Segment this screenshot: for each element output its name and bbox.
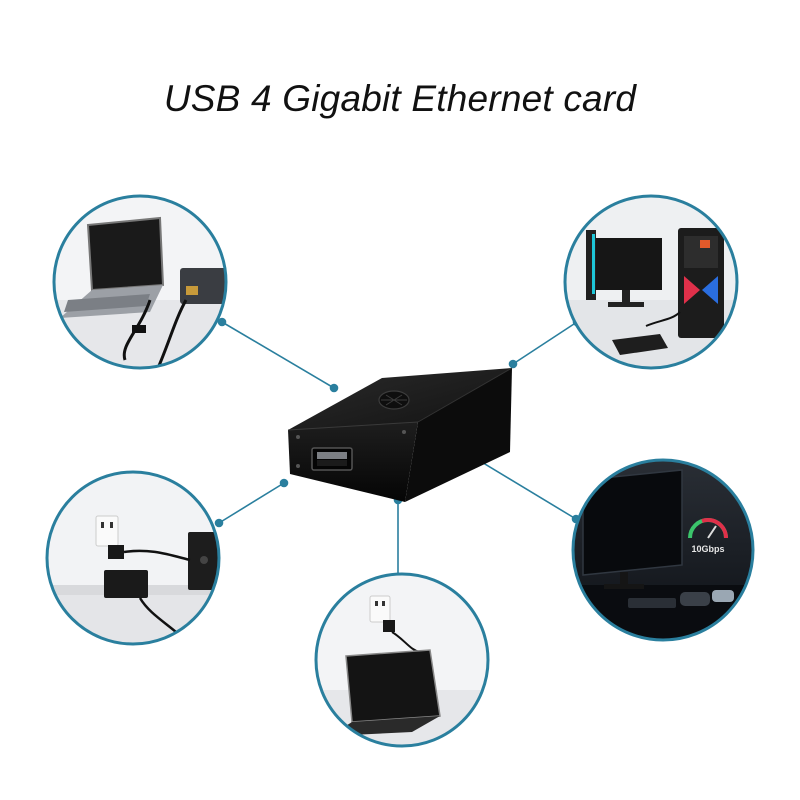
tablet-icon [330, 649, 441, 736]
speed-label: 10Gbps [691, 544, 724, 554]
fan-icon [378, 390, 410, 410]
sfp-port-icon [311, 447, 353, 471]
scene-monitor-speed: 10Gbps [571, 458, 755, 642]
speed-gauge-icon: 10Gbps [688, 517, 729, 554]
connector-line-outlet [218, 482, 285, 524]
desktop-tower-icon [678, 228, 724, 338]
scene-laptop [52, 194, 228, 370]
wall-outlet-icon [95, 515, 119, 547]
laptop-icon [60, 216, 165, 318]
wall-outlet-icon [369, 595, 391, 623]
scene-tablet [314, 572, 490, 748]
page-title: USB 4 Gigabit Ethernet card [163, 78, 637, 119]
connector-line-laptop [221, 321, 335, 389]
scene-desktop-pc [563, 194, 739, 370]
connector-line-desktop [512, 321, 578, 365]
ethernet-adapter-icon [287, 367, 513, 502]
scene-wall-outlet-router [45, 470, 221, 646]
monitor-icon [582, 469, 683, 589]
monitor-icon [590, 238, 662, 307]
